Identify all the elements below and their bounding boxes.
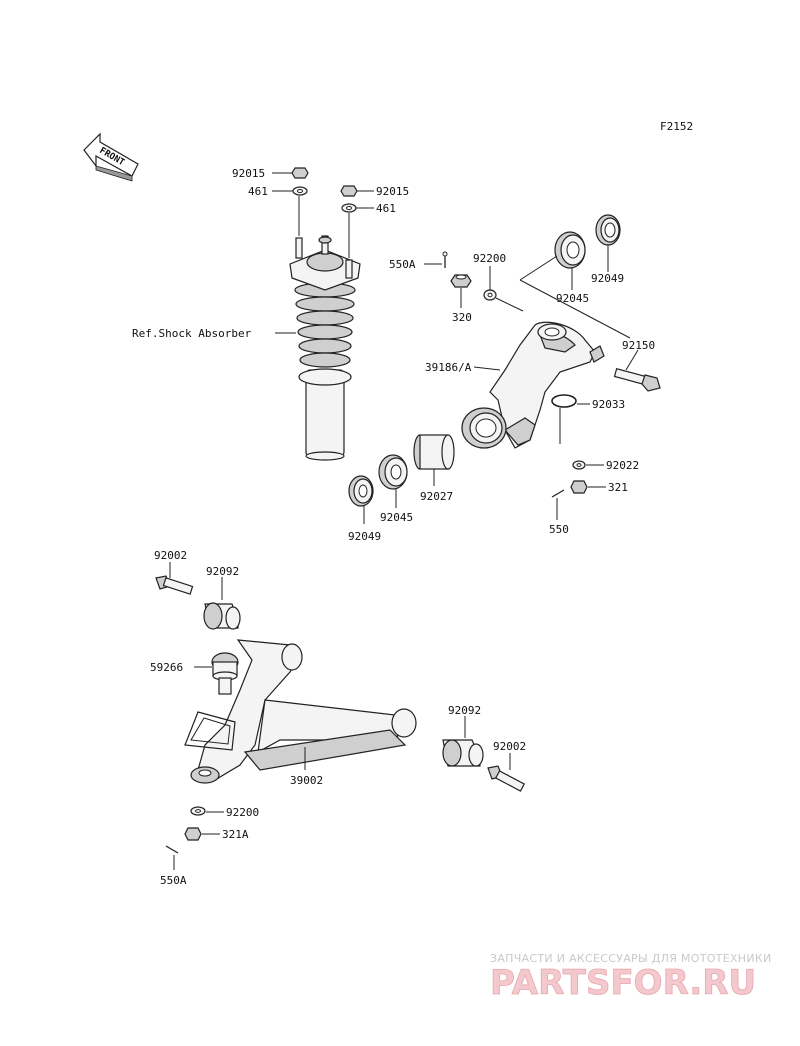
label-321a: 321A [222, 828, 249, 841]
bushing-92092-left [203, 602, 241, 630]
bearing-92045-top [554, 231, 586, 269]
bolt-92002-left [155, 575, 194, 595]
cotter-pin-550 [551, 489, 565, 498]
circlip-92033 [551, 394, 577, 408]
bolt-92150 [613, 368, 661, 392]
label-92022: 92022 [606, 459, 639, 472]
bushing-92092-right [442, 739, 484, 767]
label-92150: 92150 [622, 339, 655, 352]
cotter-pin-550a-bottom [165, 845, 179, 854]
washer-461-a [292, 186, 308, 196]
label-59266: 59266 [150, 661, 183, 674]
label-550: 550 [549, 523, 569, 536]
label-92015-a: 92015 [232, 167, 265, 180]
label-321: 321 [608, 481, 628, 494]
label-92033: 92033 [592, 398, 625, 411]
label-92092-right: 92092 [448, 704, 481, 717]
washer-92200-bottom [190, 806, 206, 816]
label-92002-left: 92002 [154, 549, 187, 562]
figure-code: F2152 [660, 120, 693, 133]
washer-92022 [572, 460, 586, 470]
label-92200-top: 92200 [473, 252, 506, 265]
bolt-92002-right [487, 765, 526, 792]
label-92045-bottom: 92045 [380, 511, 413, 524]
label-92200-bottom: 92200 [226, 806, 259, 819]
ref-shock-absorber-label: Ref.Shock Absorber [132, 327, 252, 340]
label-92002-right: 92002 [493, 740, 526, 753]
castle-nut-321 [570, 480, 588, 494]
washer-461-b [341, 203, 357, 213]
watermark-tagline: ЗАПЧАСТИ И АКСЕССУАРЫ ДЛЯ МОТОТЕХНИКИ [490, 952, 772, 965]
label-550a-bottom: 550A [160, 874, 187, 887]
watermark-logo: PARTSFOR.RU [490, 963, 756, 1003]
bearing-92045-bottom [378, 454, 408, 490]
spacer-92027 [413, 434, 455, 470]
castle-nut-321a [184, 827, 202, 841]
ball-joint-59266 [211, 652, 239, 695]
nut-92015-a [291, 167, 309, 179]
shock-absorber [289, 235, 361, 461]
label-92049-bottom: 92049 [348, 530, 381, 543]
seal-92049-bottom [348, 475, 374, 507]
washer-92200-top [483, 289, 497, 301]
cotter-pin-550a-top [442, 251, 448, 268]
label-92045-top: 92045 [556, 292, 589, 305]
label-39186a: 39186/A [425, 361, 472, 374]
nut-92015-b [340, 185, 358, 197]
label-92092-left: 92092 [206, 565, 239, 578]
a-arm-39002 [184, 639, 417, 784]
label-92027: 92027 [420, 490, 453, 503]
front-arrow-icon: FRONT [83, 132, 139, 182]
label-320: 320 [452, 311, 472, 324]
steering-knuckle-39186a [489, 321, 605, 449]
label-92015-b: 92015 [376, 185, 409, 198]
hub-bore [461, 407, 507, 449]
label-92049-top: 92049 [591, 272, 624, 285]
label-461-a: 461 [248, 185, 268, 198]
label-461-b: 461 [376, 202, 396, 215]
seal-92049-top [595, 214, 621, 246]
label-550a-top: 550A [389, 258, 416, 271]
castle-nut-320 [450, 274, 472, 288]
label-39002: 39002 [290, 774, 323, 787]
